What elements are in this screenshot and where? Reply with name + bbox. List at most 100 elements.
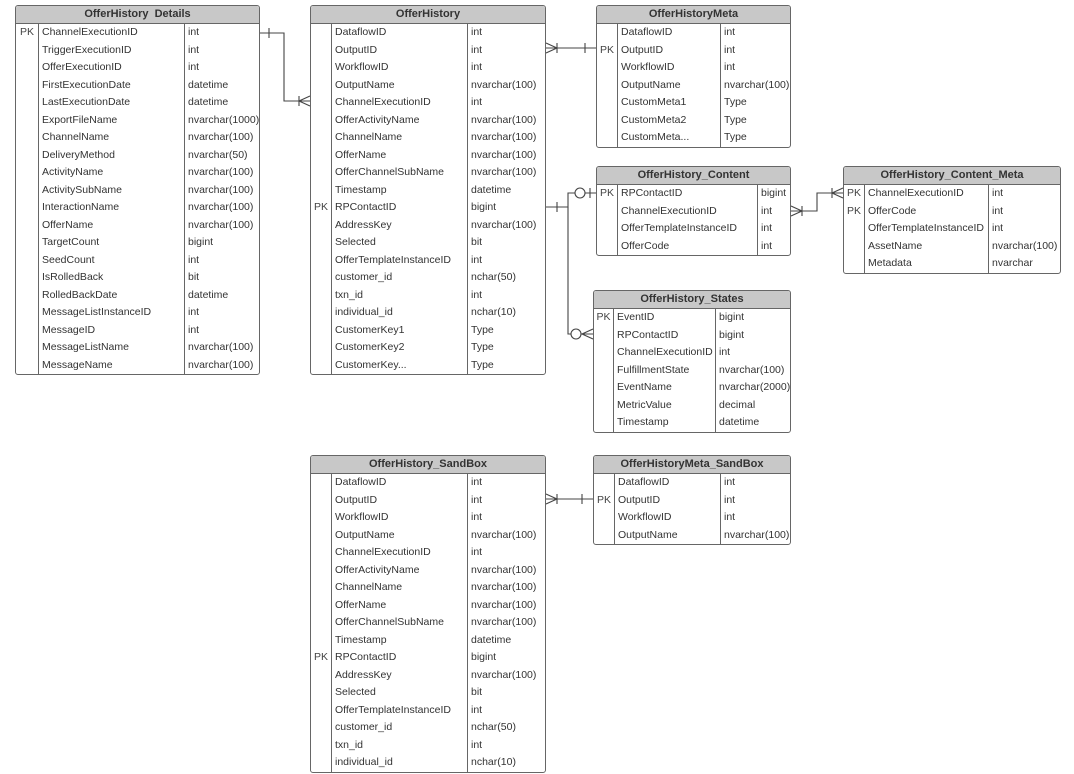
field-name: WorkflowID: [614, 509, 720, 527]
field-type: Type: [720, 129, 790, 147]
field-key: [311, 754, 331, 772]
field-type: int: [184, 41, 259, 59]
field-name: DataflowID: [331, 24, 467, 42]
field-name: MessageName: [38, 356, 184, 374]
field-key: [311, 614, 331, 632]
field-key: [594, 362, 613, 380]
field-name: RPContactID: [331, 199, 467, 217]
field-key: PK: [19, 26, 34, 38]
field-key: [16, 199, 38, 217]
field-key: [594, 379, 613, 397]
field-name: txn_id: [331, 736, 467, 754]
field-key: [311, 59, 331, 77]
field-key: [16, 322, 38, 340]
field-type: datetime: [467, 181, 545, 199]
field-type: int: [720, 24, 790, 42]
field-type: nvarchar(100): [184, 129, 259, 147]
field-key: [16, 287, 38, 305]
field-name: DeliveryMethod: [38, 146, 184, 164]
field-name: CustomerKey2: [331, 339, 467, 357]
field-key: [594, 414, 613, 432]
field-name: AddressKey: [331, 666, 467, 684]
field-name: TriggerExecutionID: [38, 41, 184, 59]
field-key: [311, 474, 331, 492]
field-type: nvarchar(100): [467, 76, 545, 94]
field-name: DataflowID: [331, 474, 467, 492]
field-type: int: [184, 24, 259, 42]
field-type: nvarchar(100): [184, 339, 259, 357]
field-name: SeedCount: [38, 251, 184, 269]
field-name: ChannelName: [38, 129, 184, 147]
field-type: bigint: [467, 199, 545, 217]
field-key: PK: [313, 201, 328, 213]
field-type: int: [720, 509, 790, 527]
field-key: [16, 234, 38, 252]
field-name: OfferName: [331, 596, 467, 614]
field-key: [597, 203, 617, 221]
field-name: Selected: [331, 684, 467, 702]
field-key: [16, 77, 38, 95]
field-key: [597, 77, 617, 95]
field-type: datetime: [184, 76, 259, 94]
field-name: AssetName: [864, 237, 988, 255]
field-type: nvarchar(100): [467, 579, 545, 597]
field-key: PK: [846, 204, 861, 217]
entity-title: OfferHistory_Content_Meta: [844, 167, 1060, 185]
field-key: [311, 562, 331, 580]
entity-title: OfferHistory_SandBox: [311, 456, 545, 474]
field-key: [311, 544, 331, 562]
entity-title: OfferHistory_States: [594, 291, 790, 309]
field-name: ChannelExecutionID: [331, 94, 467, 112]
field-key: [844, 220, 864, 238]
field-key: [311, 667, 331, 685]
field-key: [594, 344, 613, 362]
field-name: ChannelExecutionID: [617, 202, 757, 220]
field-key: [16, 129, 38, 147]
field-key: [16, 112, 38, 130]
field-key: PK: [599, 187, 614, 199]
field-name: Timestamp: [331, 181, 467, 199]
field-type: int: [467, 491, 545, 509]
field-key: [311, 339, 331, 357]
field-name: CustomerKey1: [331, 321, 467, 339]
field-key: [594, 327, 613, 345]
field-key: [16, 339, 38, 357]
field-type: Type: [720, 94, 790, 112]
field-key: [311, 357, 331, 375]
field-key: [844, 238, 864, 256]
field-type: int: [467, 736, 545, 754]
field-type: int: [184, 321, 259, 339]
field-key: [16, 357, 38, 375]
field-name: MessageID: [38, 321, 184, 339]
